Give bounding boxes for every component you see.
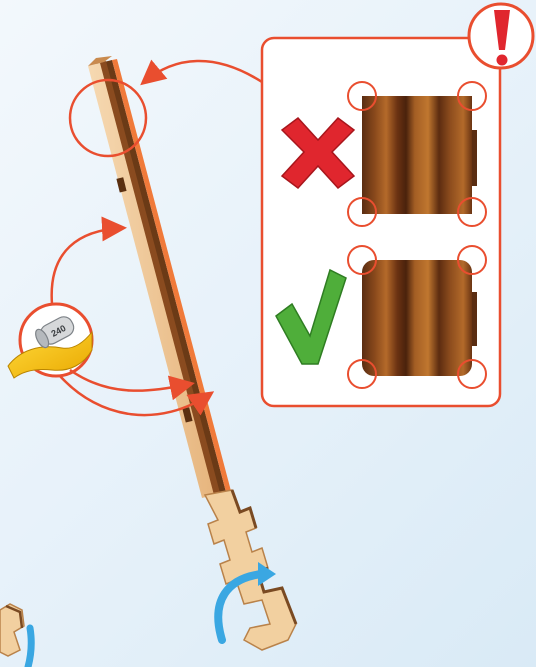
wooden-rod (88, 56, 231, 498)
callout-arrow-to-tip (144, 61, 262, 82)
sandpaper-callout: 240 (8, 304, 92, 378)
partial-piece-bottom-left (0, 604, 31, 667)
sharp-corner-block (362, 96, 472, 214)
rounded-corner-block (362, 260, 472, 376)
sand-arrow-upper (52, 228, 122, 304)
exclamation-icon (469, 4, 533, 68)
comparison-panel (262, 4, 533, 406)
